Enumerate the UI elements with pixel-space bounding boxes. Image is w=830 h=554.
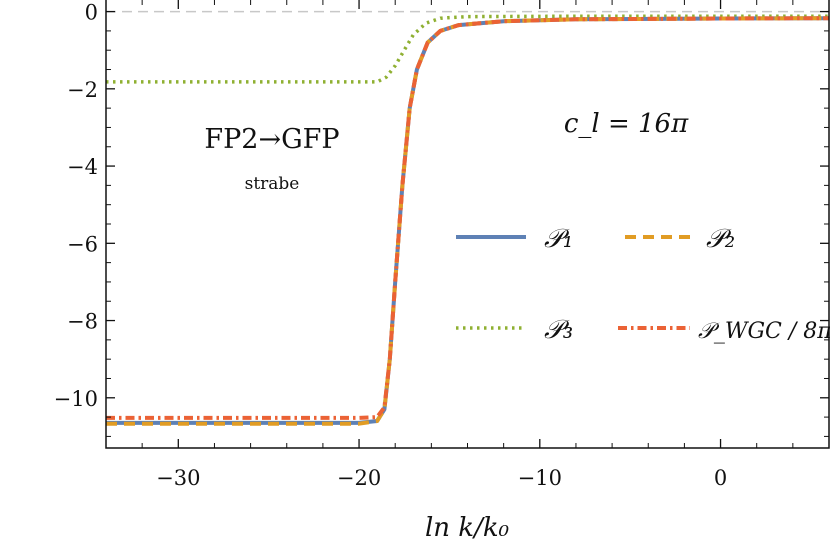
- series-line-2: [106, 16, 829, 426]
- x-tick-label: −10: [518, 466, 562, 490]
- legend-label-p2: 𝒫₂: [706, 224, 735, 254]
- series-line-1: [106, 16, 829, 425]
- y-tick-label: −6: [67, 232, 98, 256]
- legend-label-p3: 𝒫₃: [544, 315, 573, 345]
- y-tick-label: −2: [67, 78, 98, 102]
- x-axis-label: ln k/k₀: [425, 513, 510, 543]
- legend-label-pwgc: 𝒫_WGC / 8πG_N: [698, 319, 830, 344]
- legend: 𝒫₁ 𝒫₂ 𝒫₃ 𝒫_WGC / 8πG_N: [456, 224, 830, 345]
- y-tick-label: −4: [67, 155, 98, 179]
- series-layer: [106, 14, 829, 426]
- transition-sublabel: strabe: [245, 174, 300, 194]
- x-tick-label: 0: [714, 466, 727, 490]
- tick-layer: −30 −20 −10 0 0 −2 −4 −6 −8 −10: [54, 0, 830, 490]
- x-tick-label: −20: [337, 466, 381, 490]
- y-tick-label: 0: [85, 1, 98, 25]
- series-line-4: [106, 16, 829, 420]
- transition-label: FP2→GFP: [204, 124, 339, 155]
- y-tick-label: −10: [54, 387, 98, 411]
- parameter-label: c_l = 16π: [564, 109, 689, 139]
- y-tick-label: −8: [67, 310, 98, 334]
- x-tick-label: −30: [156, 466, 200, 490]
- legend-label-p1: 𝒫₁: [544, 224, 573, 254]
